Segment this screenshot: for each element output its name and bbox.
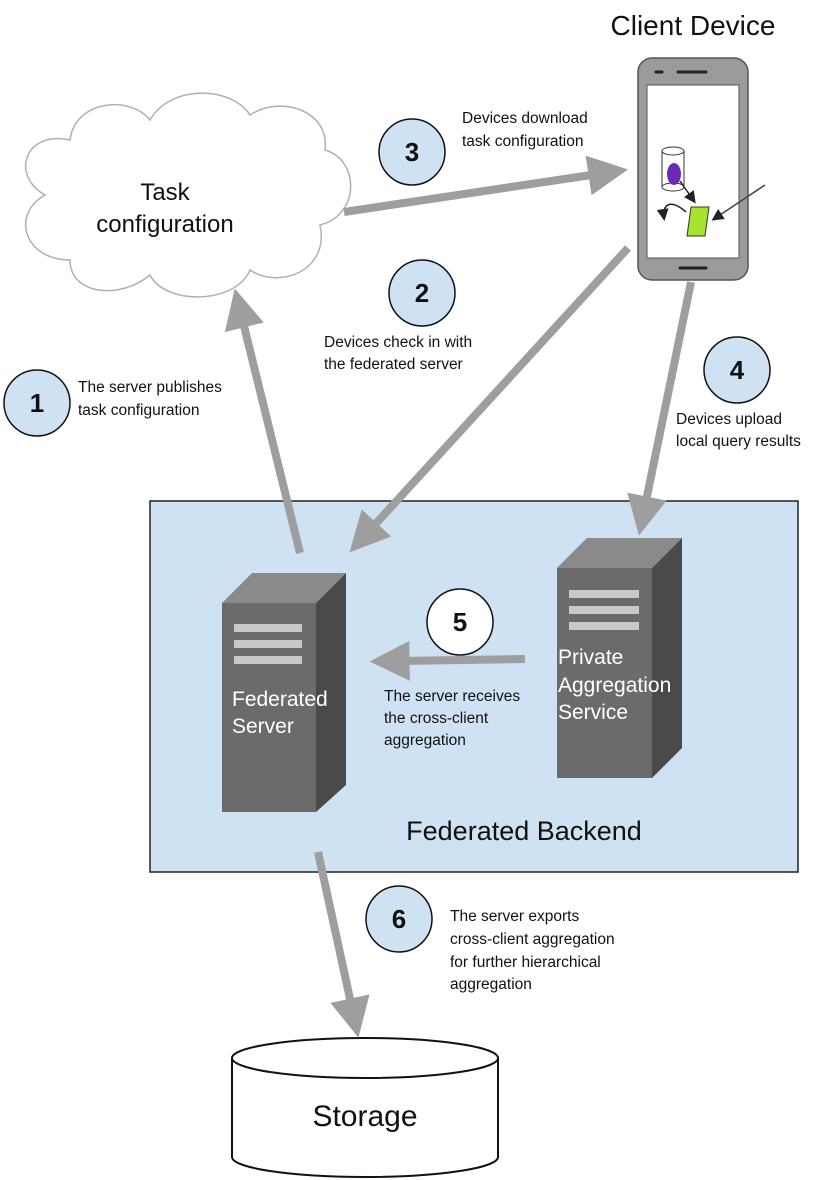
arrow-step-2 [349, 245, 631, 553]
svg-text:task configuration: task configuration [462, 133, 584, 150]
svg-text:task configuration: task configuration [78, 402, 200, 419]
federated-backend-label: Federated Backend [406, 816, 642, 846]
step-badge-3: 3 [378, 118, 446, 186]
client-device-title: Client Device [611, 10, 776, 41]
svg-text:3: 3 [405, 137, 419, 167]
private-agg-label-line1: Private [558, 646, 623, 669]
svg-text:The server publishes: The server publishes [78, 379, 222, 396]
step-badge-4: 4 [703, 336, 771, 404]
svg-text:2: 2 [415, 278, 429, 308]
svg-text:for further hierarchical: for further hierarchical [450, 954, 601, 971]
arrow-step-6 [314, 851, 370, 1038]
database-icon [231, 1037, 499, 1178]
svg-text:aggregation: aggregation [450, 976, 532, 993]
storage-label: Storage [312, 1100, 417, 1133]
step-5-description: The server receives the cross-client agg… [384, 688, 520, 749]
task-config-label-line1: Task [140, 179, 190, 206]
svg-text:5: 5 [453, 607, 467, 637]
federated-server-icon [222, 573, 346, 812]
svg-text:aggregation: aggregation [384, 732, 466, 749]
private-aggregation-server-icon [557, 538, 682, 778]
arrow-step-4 [627, 281, 695, 536]
svg-text:Devices download: Devices download [462, 110, 588, 127]
svg-text:Devices check in with: Devices check in with [324, 334, 472, 351]
svg-text:Devices upload: Devices upload [676, 411, 782, 428]
arrow-step-3 [343, 155, 629, 216]
step-2-description: Devices check in with the federated serv… [324, 334, 472, 373]
svg-text:cross-client aggregation: cross-client aggregation [450, 931, 615, 948]
svg-text:The server receives: The server receives [384, 688, 520, 705]
step-6-description: The server exports cross-client aggregat… [450, 908, 615, 993]
step-badge-1: 1 [3, 369, 71, 437]
svg-text:the cross-client: the cross-client [384, 710, 489, 727]
svg-text:The server exports: The server exports [450, 908, 579, 925]
smartphone-icon [637, 57, 766, 281]
arrow-step-1 [224, 288, 304, 554]
federated-server-label-line1: Federated [232, 688, 328, 711]
step-badge-5: 5 [426, 588, 494, 656]
arrow-step-5 [369, 640, 526, 681]
step-4-description: Devices upload local query results [676, 411, 801, 450]
svg-text:4: 4 [730, 355, 745, 385]
private-agg-label-line2: Aggregation [558, 674, 671, 697]
federated-server-label-line2: Server [232, 715, 294, 738]
step-1-description: The server publishes task configuration [78, 379, 222, 419]
svg-text:1: 1 [30, 388, 44, 418]
svg-text:local query results: local query results [676, 433, 801, 450]
step-3-description: Devices download task configuration [462, 110, 588, 150]
svg-text:the federated server: the federated server [324, 356, 463, 373]
step-badge-6: 6 [365, 885, 433, 953]
svg-text:6: 6 [392, 904, 406, 934]
private-agg-label-line3: Service [558, 701, 628, 724]
cloud-icon [25, 92, 352, 298]
task-config-label-line2: configuration [96, 211, 233, 238]
step-badge-2: 2 [388, 259, 456, 327]
